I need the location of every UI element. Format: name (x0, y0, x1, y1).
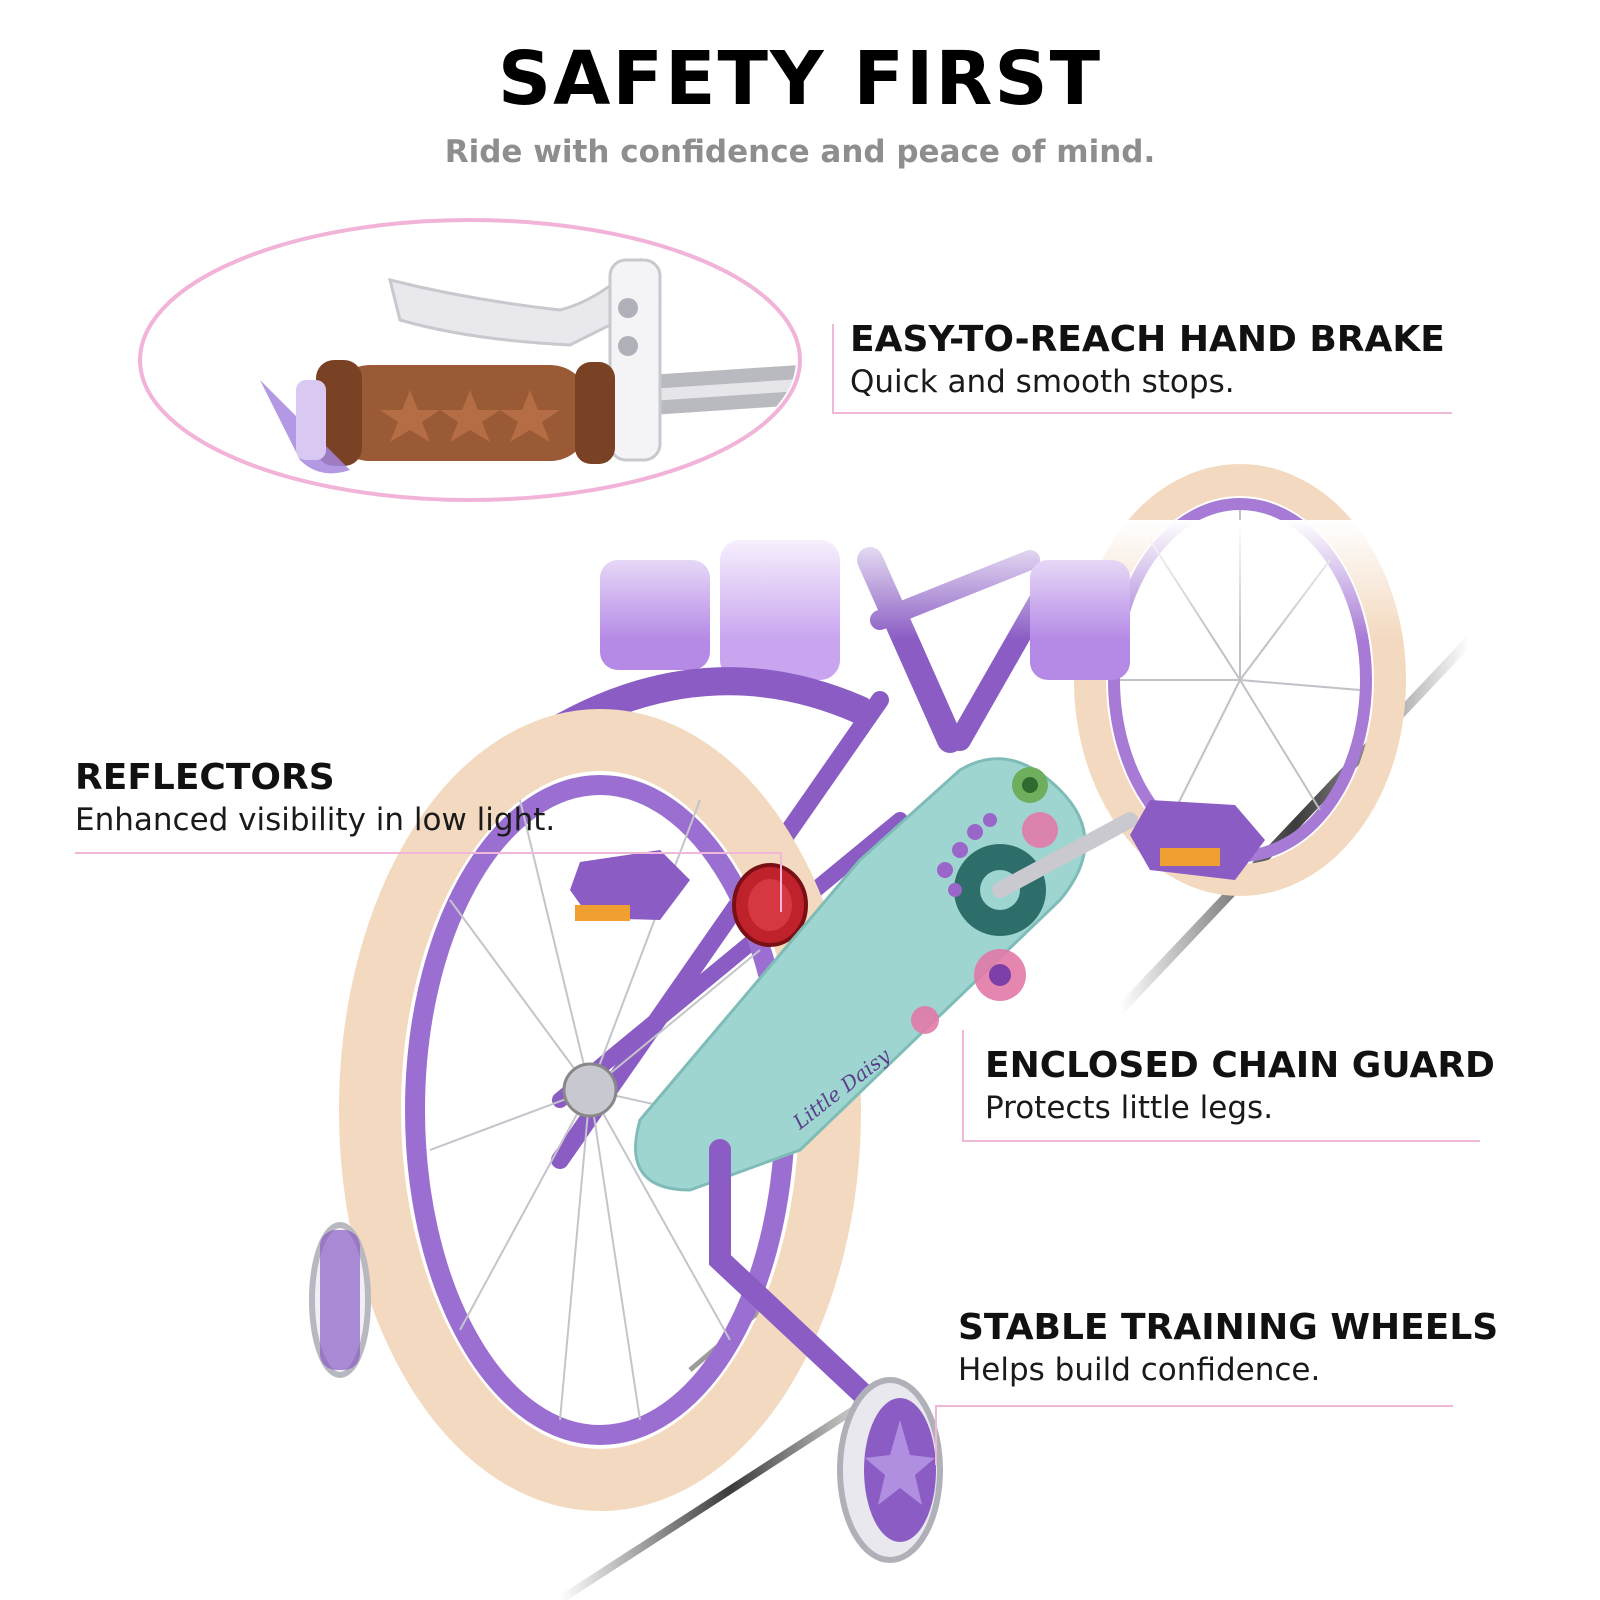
chain-guard-line (962, 1140, 1480, 1142)
reflectors-line (75, 852, 780, 854)
reflectors-line-vertical (780, 852, 782, 912)
chain-guard-line-vertical (962, 1030, 964, 1142)
hand-brake-line (832, 412, 1452, 414)
callout-reflectors: REFLECTORS Enhanced visibility in low li… (75, 756, 555, 840)
chain-guard-title: ENCLOSED CHAIN GUARD (985, 1045, 1495, 1086)
hand-brake-title: EASY-TO-REACH HAND BRAKE (850, 319, 1445, 360)
chain-guard-description: Protects little legs. (985, 1090, 1274, 1126)
training-wheels (309, 1139, 943, 1563)
page-title: SAFETY FIRST (497, 36, 1103, 122)
reflectors-title: REFLECTORS (75, 757, 335, 798)
callout-hand-brake: EASY-TO-REACH HAND BRAKE Quick and smoot… (850, 318, 1445, 402)
training-wheels-title: STABLE TRAINING WHEELS (958, 1307, 1499, 1348)
reflectors-description: Enhanced visibility in low light. (75, 802, 556, 838)
rear-reflector (732, 863, 808, 947)
page-subtitle: Ride with confidence and peace of mind. (444, 134, 1156, 170)
callout-training-wheels: STABLE TRAINING WHEELS Helps build confi… (958, 1306, 1498, 1390)
callout-chain-guard: ENCLOSED CHAIN GUARD Protects little leg… (985, 1044, 1495, 1128)
hand-brake-description: Quick and smooth stops. (850, 364, 1235, 400)
hand-brake-line-vertical (832, 324, 834, 414)
training-wheels-line-vertical (935, 1405, 937, 1465)
training-wheels-line (935, 1405, 1453, 1407)
hand-brake-inset (138, 218, 802, 502)
training-wheels-description: Helps build confidence. (958, 1352, 1321, 1388)
pedal-crank (570, 800, 1265, 921)
